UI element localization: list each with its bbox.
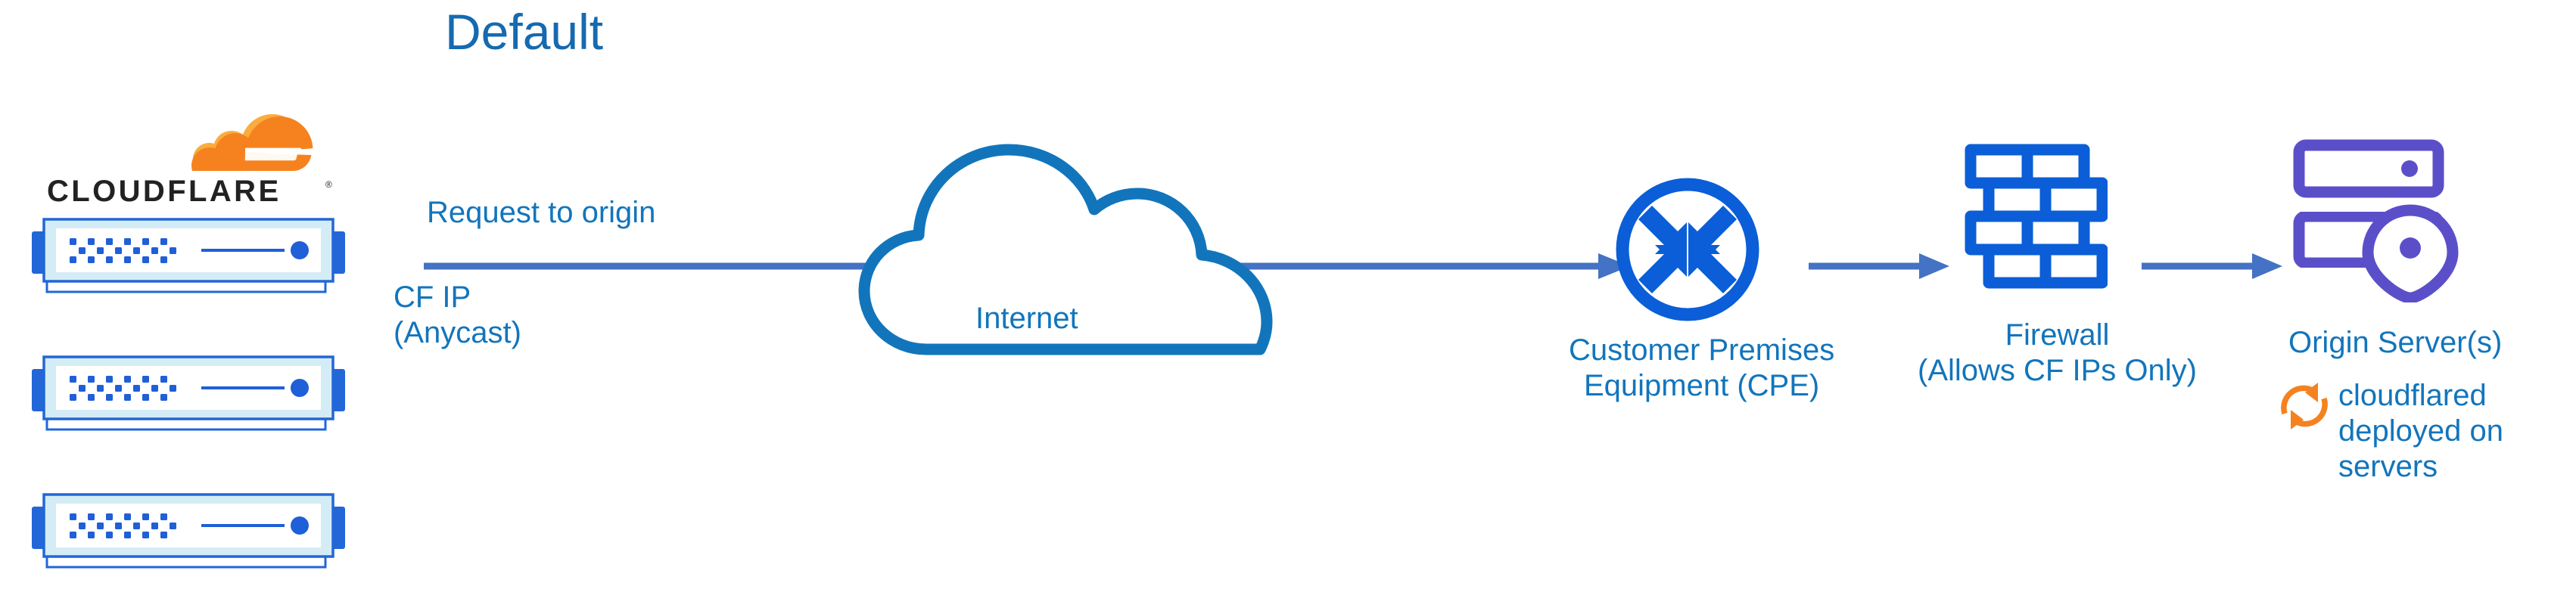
cpe-label: Customer Premises Equipment (CPE) [1569,333,1834,404]
cloudflared-line-2: deployed on [2338,414,2503,448]
cpe-label-line-2: Equipment (CPE) [1583,369,1820,403]
origin-server-label: Origin Server(s) [2288,326,2503,359]
server-icon [32,218,345,293]
cf-ip-line-2: (Anycast) [394,316,521,350]
request-to-origin-label: Request to origin [427,196,656,229]
cpe-to-firewall-arrow [1809,250,1952,283]
server-unit-2 [30,349,356,440]
router-icon [1608,174,1767,329]
cpe-label-line-1: Customer Premises [1569,333,1835,367]
firewall-label: Firewall (Allows CF IPs Only) [1918,318,2197,389]
svg-text:CLOUDFLARE: CLOUDFLARE [47,175,282,208]
firewall-label-line-1: Firewall [2005,318,2110,352]
brick-wall-icon [1964,144,2108,299]
internet-cloud-icon [854,106,1293,359]
cf-ip-line-1: CF IP [394,281,471,314]
cloudflared-line-1: cloudflared [2338,379,2487,412]
cloudflare-cloud-mark [191,114,313,171]
cloudflared-line-3: servers [2338,450,2438,484]
cloudflare-wordmark: CLOUDFLARE ® [47,175,332,208]
page-title: Default [445,4,604,60]
svg-text:®: ® [325,179,332,190]
firewall-label-line-2: (Allows CF IPs Only) [1918,354,2197,388]
server-with-location-pin-icon [2293,136,2467,306]
cloudflared-annotation: cloudflared deployed on servers [2338,378,2503,485]
server-icon [32,355,345,431]
sync-refresh-icon [2276,377,2332,438]
server-icon [32,493,345,569]
server-unit-1 [30,212,356,302]
cloudflare-logo: CLOUDFLARE ® [30,106,348,219]
server-unit-3 [30,487,356,578]
cf-ip-anycast-label: CF IP (Anycast) [394,280,521,351]
internet-label: Internet [975,302,1078,335]
firewall-to-origin-arrow [2142,250,2285,283]
